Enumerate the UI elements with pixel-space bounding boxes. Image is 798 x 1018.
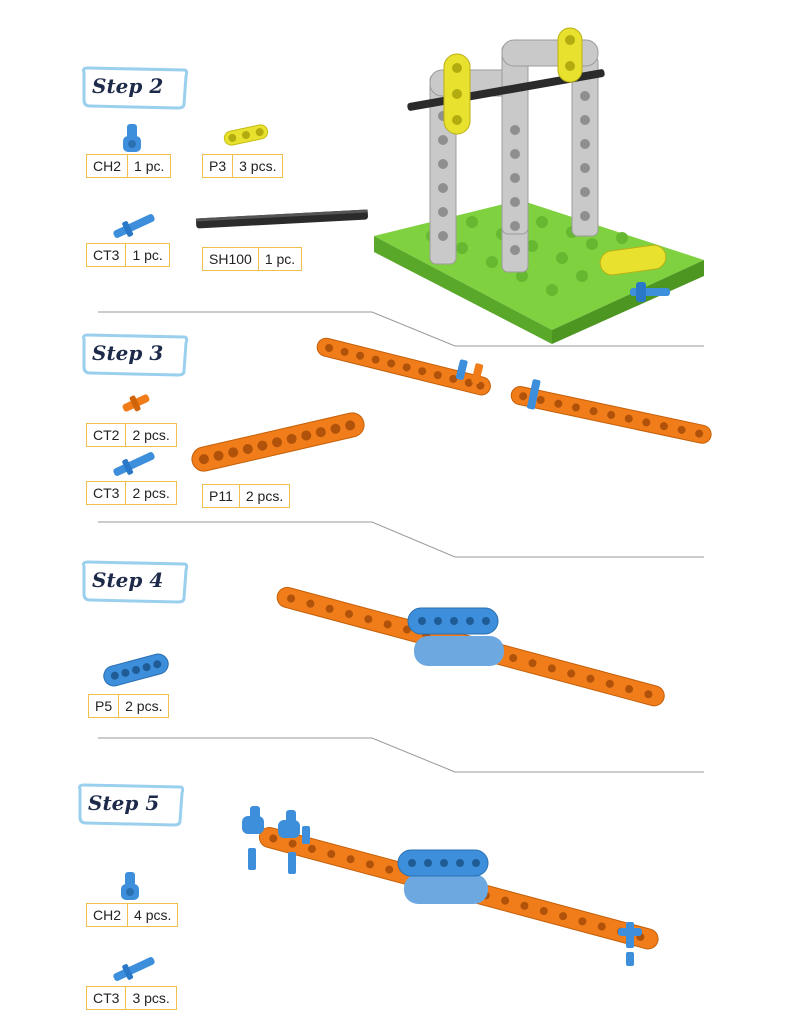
ct3-part-icon <box>113 214 155 238</box>
sh100-axle-icon <box>195 209 368 229</box>
ch2-part-icon <box>123 124 141 152</box>
step-5-assembly-illustration <box>242 806 659 966</box>
step-4-badge: Step 4 <box>80 560 190 604</box>
step-4-title: Step 4 <box>92 568 164 592</box>
step-3-title: Step 3 <box>92 341 164 365</box>
p11-beam-icon <box>191 412 365 472</box>
ct2-part-icon <box>122 394 150 412</box>
step-2-title: Step 2 <box>92 74 164 98</box>
step-3-badge: Step 3 <box>80 333 190 377</box>
ct3-part-icon <box>113 957 155 981</box>
p5-beam-icon <box>103 653 169 687</box>
step-2-badge: Step 2 <box>80 66 190 110</box>
p3-part-icon <box>223 124 269 146</box>
step-3-assembly-illustration <box>316 337 712 444</box>
step-5-badge: Step 5 <box>76 783 186 827</box>
step-2-assembly-illustration <box>374 27 704 344</box>
ct3-part-icon <box>113 452 155 476</box>
step-5-title: Step 5 <box>88 791 160 815</box>
ch2-part-icon <box>121 872 139 900</box>
step-4-assembly-illustration <box>276 586 665 707</box>
